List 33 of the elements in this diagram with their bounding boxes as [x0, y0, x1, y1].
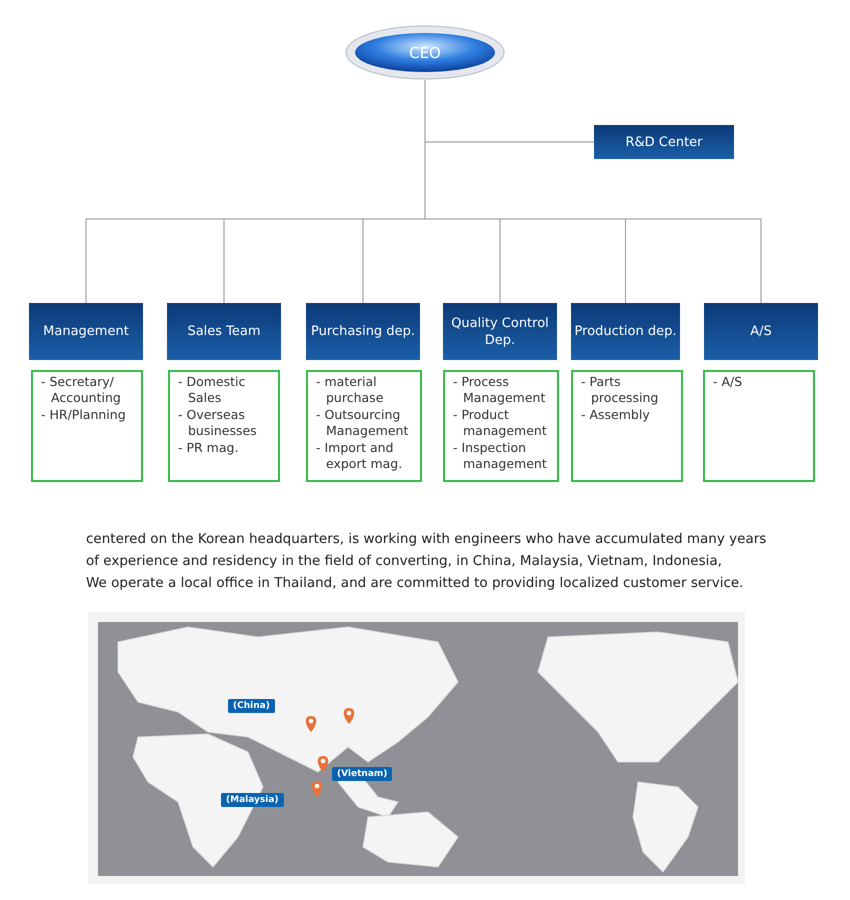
duty-item: - Product management — [453, 407, 548, 439]
duty-item: - Overseas businesses — [178, 407, 258, 439]
department-box: Purchasing dep. — [306, 303, 420, 360]
duty-item: - Import and export mag. — [316, 440, 404, 472]
duties-box — [306, 370, 422, 482]
duty-item: - Assembly — [581, 407, 651, 423]
location-callout: (China) — [228, 699, 275, 713]
location-callout: (Vietnam) — [332, 767, 392, 781]
duties-box — [703, 370, 815, 482]
duty-item: - Process Management — [453, 374, 546, 406]
duty-item: - HR/Planning — [41, 407, 127, 423]
duty-item: - PR mag. — [178, 440, 240, 456]
duty-item: - Domestic Sales — [178, 374, 246, 406]
description-paragraph: centered on the Korean headquarters, is working with engineers who have accumulated many years of experience and residency in the field of converting, in China, Malaysia, Vietnam, Indonesia, — [86, 530, 768, 571]
executive-ellipse: CEO — [345, 25, 505, 80]
department-box: Sales Team — [167, 303, 281, 360]
duties-box — [168, 370, 280, 482]
department-box: Quality Control Dep. — [443, 303, 557, 360]
duty-item: - Secretary/ Accounting — [41, 374, 122, 406]
department-box: R&D Center — [594, 125, 734, 159]
duty-item: - Outsourcing Management — [316, 407, 410, 439]
department-box: A/S — [704, 303, 818, 360]
duty-item: - A/S — [713, 374, 744, 390]
department-box: Production dep. — [571, 303, 680, 360]
duty-item: - material purchase — [316, 374, 384, 406]
duties-box — [443, 370, 559, 482]
duty-item: - Inspection management — [453, 440, 548, 472]
duty-item: - Parts processing — [581, 374, 660, 406]
description-paragraph: We operate a local office in Thailand, and are committed to providing localized customer service. — [86, 574, 744, 593]
duties-box — [31, 370, 143, 482]
location-callout: (Malaysia) — [221, 793, 284, 807]
department-box: Management — [29, 303, 143, 360]
duties-box — [571, 370, 683, 482]
